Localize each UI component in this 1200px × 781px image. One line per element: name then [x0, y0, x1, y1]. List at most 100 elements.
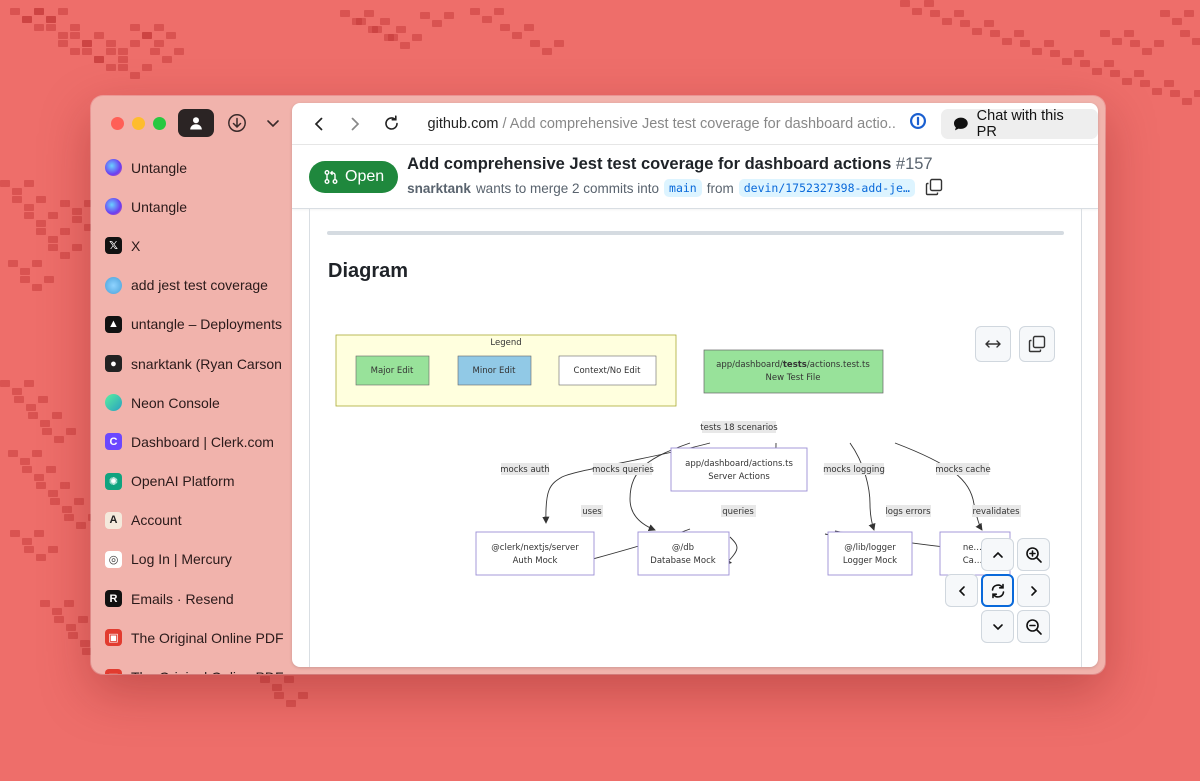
- expand-diagram-button[interactable]: [975, 326, 1011, 362]
- zoom-in-button[interactable]: [1017, 538, 1050, 571]
- password-manager-icon: [909, 113, 926, 129]
- pr-status-badge: Open: [309, 160, 399, 193]
- sidebar-tab-label: The Original Online PDF: [131, 669, 284, 674]
- pr-header: Open Add comprehensive Jest test coverag…: [292, 145, 1098, 209]
- copy-icon: [1028, 335, 1046, 353]
- edge-label-mocks-logging: mocks logging: [823, 465, 885, 475]
- close-window-button[interactable]: [111, 117, 124, 130]
- node-server-actions: [670, 447, 808, 492]
- edge-label-uses: uses: [582, 507, 602, 517]
- sidebar-tab[interactable]: A Account: [91, 501, 292, 540]
- anthropic-icon: A: [105, 511, 122, 529]
- zoom-out-icon: [1025, 618, 1042, 635]
- edge-label-queries: queries: [722, 507, 754, 517]
- pr-merge-text: wants to merge 2 commits into: [475, 180, 660, 196]
- base-branch[interactable]: main: [664, 179, 702, 197]
- window-controls: [111, 117, 166, 130]
- url-path: / Add comprehensive Jest test coverage f…: [498, 115, 895, 132]
- pan-right-button[interactable]: [1017, 574, 1050, 607]
- back-button[interactable]: [304, 109, 334, 139]
- url-domain: github.com: [427, 115, 499, 132]
- sidebar-tab[interactable]: ● snarktank (Ryan Carson: [91, 344, 292, 383]
- legend-context-label: Context/No Edit: [574, 366, 642, 376]
- zoom-out-button[interactable]: [1017, 610, 1050, 643]
- sidebar-tab[interactable]: ✺OpenAI Platform: [91, 462, 292, 501]
- tab-menu-button[interactable]: [260, 110, 286, 136]
- sidebar-tab[interactable]: Untangle: [91, 187, 292, 226]
- sidebar-tab-label: snarktank (Ryan Carson: [131, 355, 282, 372]
- node-server-actions-desc: Server Actions: [708, 472, 770, 482]
- pr-info: Add comprehensive Jest test coverage for…: [407, 155, 943, 199]
- pan-up-button[interactable]: [981, 538, 1014, 571]
- chat-bubble-icon: [953, 117, 968, 130]
- pan-down-button[interactable]: [981, 610, 1014, 643]
- downloads-button[interactable]: [224, 110, 250, 136]
- chevron-down-icon: [267, 120, 279, 128]
- mercury-icon: ◎: [105, 550, 122, 568]
- node-logger-mock-path: @/lib/logger: [844, 543, 896, 553]
- github-icon: ●: [105, 355, 122, 373]
- forward-button[interactable]: [341, 109, 371, 139]
- sidebar-tab[interactable]: ▣The Original Online PDF: [91, 618, 292, 657]
- sidebar-tab-label: Account: [131, 512, 182, 529]
- chat-with-pr-button[interactable]: Chat with this PR: [940, 107, 1098, 140]
- edge-label-mocks-queries: mocks queries: [592, 465, 654, 475]
- sidebar-tab[interactable]: ▲untangle – Deployments: [91, 305, 292, 344]
- chevron-right-icon: [1030, 585, 1037, 596]
- sidebar-tab-label: Dashboard | Clerk.com: [131, 433, 274, 450]
- section-divider: [327, 231, 1064, 235]
- sidebar-toolbar: [178, 109, 286, 137]
- chat-button-label: Chat with this PR: [976, 107, 1064, 140]
- sidebar-tab-label: Log In | Mercury: [131, 551, 232, 568]
- reload-button[interactable]: [377, 109, 407, 139]
- sidebar-tab[interactable]: add jest test coverage: [91, 266, 292, 305]
- copy-diagram-button[interactable]: [1019, 326, 1055, 362]
- node-db-mock-desc: Database Mock: [650, 556, 715, 566]
- node-cache-mock-desc: Ca…k: [963, 556, 988, 566]
- sidebar-tab[interactable]: C Dashboard | Clerk.com: [91, 422, 292, 461]
- expand-horizontal-icon: [985, 340, 1001, 348]
- pr-author-link[interactable]: snarktank: [407, 180, 471, 196]
- reset-view-button[interactable]: [981, 574, 1014, 607]
- sidebar-tab-label: X: [131, 237, 141, 254]
- x-logo-icon: 𝕏: [105, 237, 122, 255]
- edge-labels: tests 18 scenarios mocks auth mocks quer…: [500, 421, 1021, 517]
- sidebar-tab[interactable]: ▣The Original Online PDF: [91, 657, 292, 674]
- clerk-icon: C: [105, 433, 122, 451]
- pan-left-button[interactable]: [945, 574, 978, 607]
- node-logger-mock: [827, 531, 913, 576]
- reload-icon: [385, 115, 399, 130]
- minimize-window-button[interactable]: [132, 117, 145, 130]
- pr-from-text: from: [706, 180, 734, 196]
- legend-context-node: [558, 355, 657, 386]
- git-pull-request-icon: [324, 169, 338, 184]
- legend-minor-label: Minor Edit: [473, 366, 517, 376]
- maximize-window-button[interactable]: [153, 117, 166, 130]
- sidebar-tab[interactable]: Neon Console: [91, 383, 292, 422]
- person-icon: [190, 117, 202, 130]
- chevron-right-icon: [351, 117, 360, 130]
- pr-merge-info: snarktank wants to merge 2 commits into …: [407, 178, 943, 199]
- chevron-up-icon: [992, 551, 1003, 558]
- password-manager-button[interactable]: [909, 112, 927, 135]
- chevron-down-icon: [992, 623, 1003, 630]
- legend-major-label: Major Edit: [371, 366, 414, 376]
- edge-label-mocks-cache: mocks cache: [935, 465, 990, 475]
- head-branch[interactable]: devin/1752327398-add-je…: [738, 179, 915, 197]
- sidebar-tab[interactable]: ◎ Log In | Mercury: [91, 540, 292, 579]
- profile-button[interactable]: [178, 109, 214, 137]
- copy-branch-button[interactable]: [925, 178, 943, 199]
- node-test-file: [703, 349, 884, 394]
- legend-title: Legend: [490, 338, 521, 348]
- pr-number: #157: [895, 154, 933, 173]
- edge-label-mocks-auth: mocks auth: [500, 465, 550, 475]
- pr-description: Diagram Leg: [309, 209, 1082, 667]
- sidebar-tab-label: OpenAI Platform: [131, 473, 235, 490]
- address-bar[interactable]: github.com / Add comprehensive Jest test…: [428, 116, 895, 132]
- sidebar-tab[interactable]: Untangle: [91, 148, 292, 187]
- sidebar-tab-label: Neon Console: [131, 394, 220, 411]
